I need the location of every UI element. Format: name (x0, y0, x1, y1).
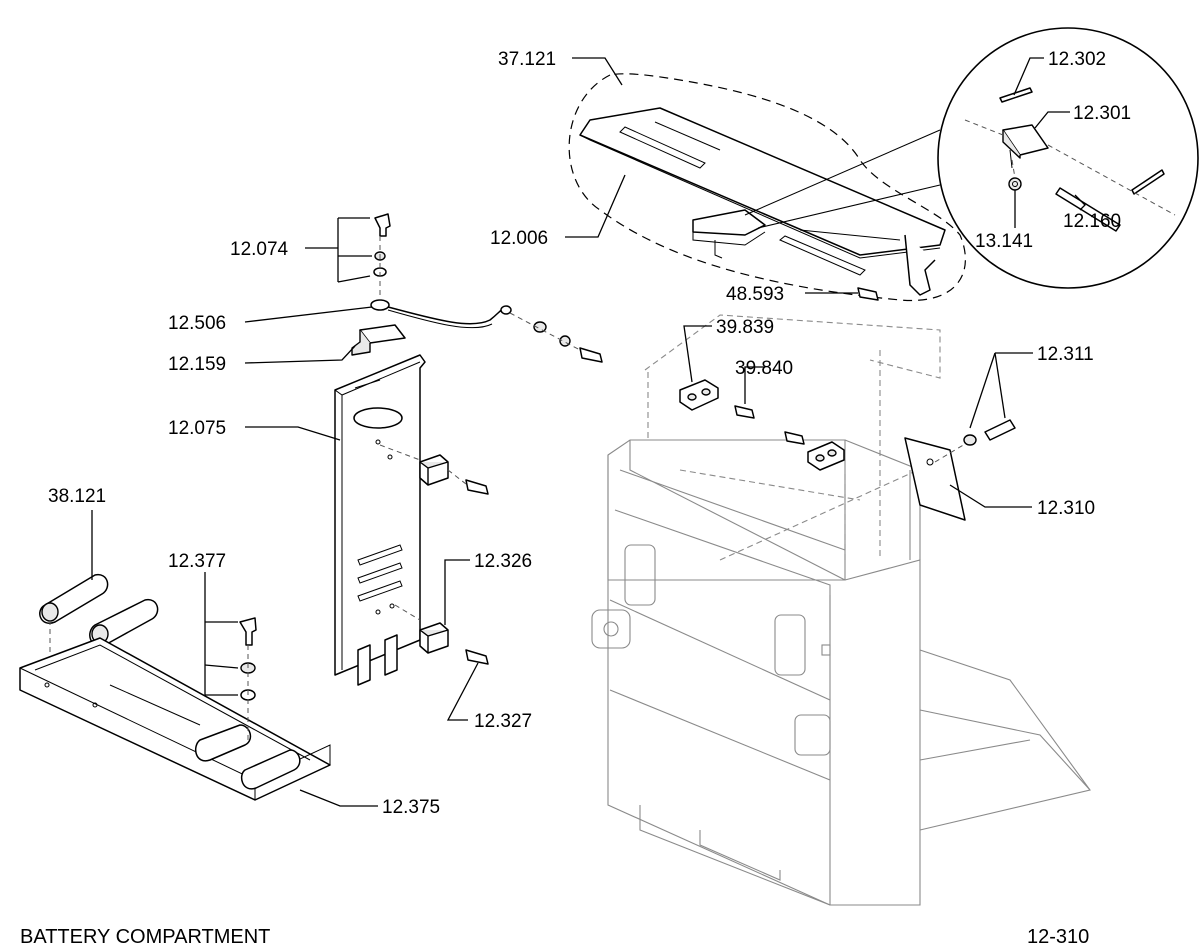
callout-12-302: 12.302 (1048, 49, 1106, 70)
plate-spacers (419, 454, 489, 665)
callout-12-375: 12.375 (382, 797, 440, 818)
callout-37-121: 37.121 (498, 49, 556, 70)
callout-12-074: 12.074 (230, 239, 289, 260)
callout-12-160: 12.160 (1063, 211, 1121, 232)
callout-12-301: 12.301 (1073, 103, 1131, 124)
battery-plate (334, 354, 426, 686)
cable-clip (351, 324, 406, 356)
callout-12-377: 12.377 (168, 551, 226, 572)
page-code: 12-310 (1027, 926, 1089, 948)
callout-12-006: 12.006 (490, 228, 548, 249)
diagram-title: BATTERY COMPARTMENT (20, 926, 270, 948)
callout-12-075: 12.075 (168, 418, 226, 439)
callout-39-840: 39.840 (735, 358, 793, 379)
battery-compartment-housing (591, 314, 1091, 906)
callout-12-159: 12.159 (168, 354, 226, 375)
hinge-detail-view (744, 27, 1199, 289)
callout-12-311: 12.311 (1037, 344, 1094, 365)
callout-12-326: 12.326 (474, 551, 532, 572)
leader-lines (91, 57, 1086, 807)
callout-12-327: 12.327 (474, 711, 532, 732)
callout-38-121: 38.121 (48, 486, 106, 507)
ground-cable-assembly (370, 213, 603, 363)
label-plate-assembly (904, 419, 1016, 521)
bumper-assembly (679, 287, 879, 471)
callout-48-593: 48.593 (726, 284, 784, 305)
top-cover-assembly (568, 73, 966, 302)
callout-12-310: 12.310 (1037, 498, 1095, 519)
callout-labels: 37.121 12.302 12.301 13.141 12.160 12.00… (48, 49, 1131, 818)
roller-tray-assembly (19, 573, 331, 801)
callout-13-141: 13.141 (975, 231, 1033, 252)
callout-12-506: 12.506 (168, 313, 226, 334)
callout-39-839: 39.839 (716, 317, 774, 338)
